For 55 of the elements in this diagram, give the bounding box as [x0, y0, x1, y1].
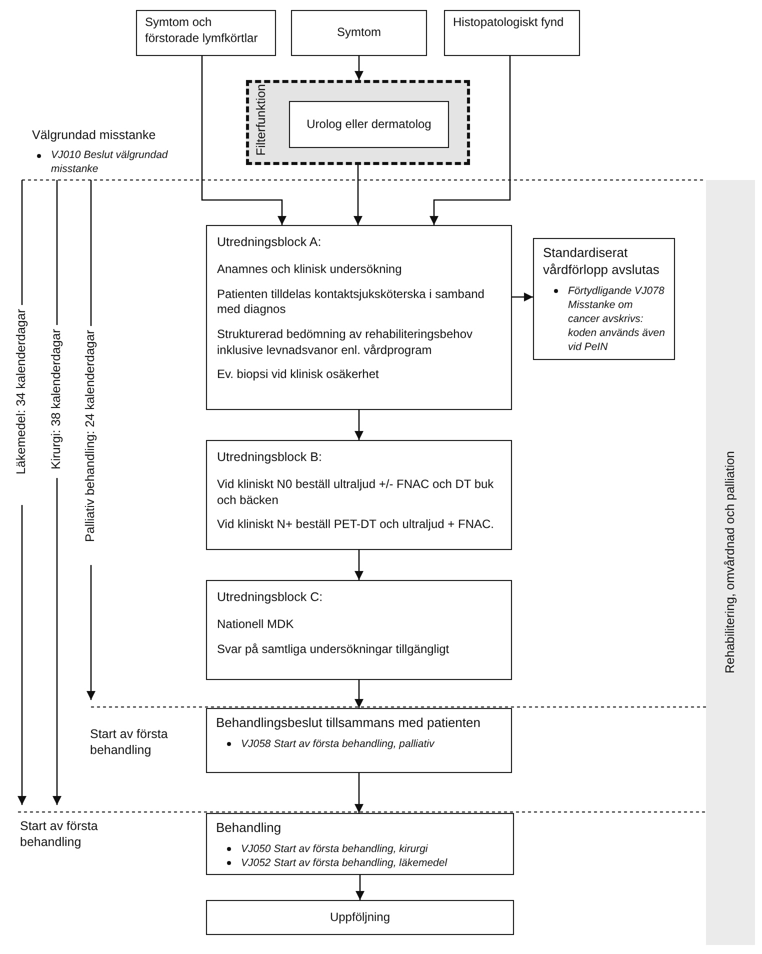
process-box	[289, 101, 449, 148]
arrow	[201, 56, 287, 225]
process-box	[533, 238, 675, 360]
duration-label: Palliativ behandling: 24 kalenderdagar	[83, 330, 97, 542]
annotation-text: Välgrundad misstanke	[32, 127, 156, 144]
block-heading: Utredningsblock A:	[217, 234, 322, 250]
paragraph-text: Patienten tilldelas kontaktsjuksköterska i samband med diagnos	[217, 286, 486, 318]
paragraph-text: Svar på samtliga undersökningar tillgängligt	[217, 642, 450, 658]
bullet-item: VJ052 Start av första behandling, läkemedel	[241, 856, 448, 870]
arrow	[355, 875, 365, 900]
paragraph-text: Anamnes och klinisk undersökning	[217, 262, 403, 278]
duration-label: Kirurgi: 38 kalenderdagar	[49, 329, 63, 470]
arrow	[354, 410, 364, 440]
arrow	[354, 773, 364, 813]
paragraph-text: Vid kliniskt N+ beställ PET-DT och ultraljud + FNAC.	[217, 517, 495, 534]
block-heading: Behandlingsbeslut tillsammans med patienten	[216, 715, 482, 732]
side-band	[706, 180, 755, 945]
bullet-item: VJ010 Beslut välgrundad misstanke	[51, 149, 169, 176]
process-box	[206, 813, 514, 875]
process-box	[136, 10, 276, 56]
node-text: Urolog eller dermatolog	[306, 116, 432, 132]
arrow	[354, 550, 364, 580]
process-box	[206, 225, 512, 410]
process-box	[444, 10, 580, 56]
node-text: Symtom	[336, 25, 382, 41]
process-box	[206, 580, 512, 680]
arrow	[354, 56, 364, 80]
paragraph-text: Strukturerad bedömning av rehabiliteringsbehov inklusive levnadsvanor enl. vårdprogram	[217, 327, 474, 358]
paragraph-text: Ev. biopsi vid klinisk osäkerhet	[217, 367, 380, 383]
arrow	[354, 680, 364, 708]
vertical-label: Rehabilitering, omvårdnad och palliation	[722, 451, 738, 674]
process-box	[206, 440, 512, 550]
process-box	[206, 708, 512, 773]
paragraph-text: Nationell MDK	[217, 617, 295, 633]
block-heading: Standardiserat vårdförlopp avslutas	[543, 245, 660, 279]
block-heading: Behandling	[216, 820, 282, 837]
arrow	[353, 165, 363, 225]
arrow	[512, 292, 533, 302]
annotation-text: Start av första behandling	[20, 818, 99, 850]
process-box	[206, 900, 514, 935]
filter-region	[246, 80, 470, 165]
block-heading: Utredningsblock C:	[217, 589, 324, 606]
paragraph-text: Vid kliniskt N0 beställ ultraljud +/- FNAC och DT buk och bäcken	[217, 477, 495, 508]
node-text: Uppföljning	[328, 910, 392, 926]
node-text: Histopatologiskt fynd	[453, 15, 565, 31]
node-text: Symtom och förstorade lymfkörtlar	[145, 15, 259, 46]
bullet-item: VJ058 Start av första behandling, palliativ	[241, 736, 434, 752]
vertical-label: Filterfunktion	[253, 84, 269, 156]
process-box	[291, 10, 427, 56]
arrow	[429, 56, 511, 225]
bullet-item: Förtydligande VJ078 Misstanke om cancer avskrivs: koden används även vid PeIN	[568, 284, 665, 355]
block-heading: Utredningsblock B:	[217, 449, 323, 466]
duration-label: Läkemedel: 34 kalenderdagar	[14, 309, 28, 474]
annotation-text: Start av första behandling	[90, 726, 169, 758]
bullet-item: VJ050 Start av första behandling, kirurgi	[241, 842, 428, 856]
